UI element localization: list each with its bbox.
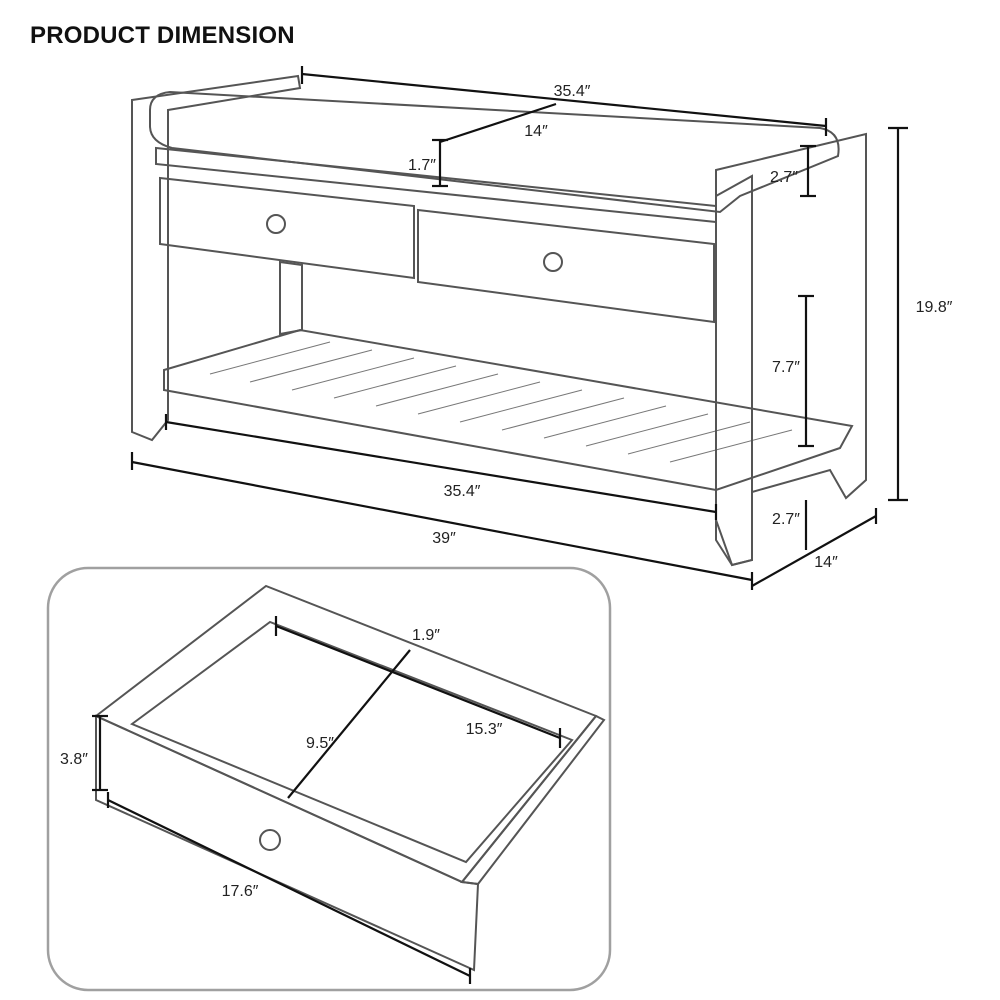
- drawer-illustration: [94, 584, 606, 972]
- bench-shelf-clearance-label: 7.7″: [772, 359, 800, 376]
- bench-cushion-depth-label: 14″: [524, 123, 548, 140]
- bench-illustration: [131, 74, 867, 567]
- bench-leg-height-label: 2.7″: [772, 511, 800, 528]
- drawer-front-width-label: 17.6″: [222, 883, 259, 900]
- bench-armrest-height-label: 2.7″: [770, 169, 798, 186]
- bench-total-length-label: 39″: [432, 530, 456, 547]
- bench-cushion-thickness-label: 1.7″: [408, 157, 436, 174]
- drawer-inner-depth-label: 9.5″: [306, 735, 334, 752]
- drawer-inset-frame: [46, 566, 612, 992]
- drawer-inner-width-label: 15.3″: [466, 721, 503, 738]
- drawer-wall-gap-label: 1.9″: [412, 627, 440, 644]
- page-title: PRODUCT DIMENSION: [30, 22, 295, 49]
- drawer-dimension-lines: [92, 616, 562, 984]
- drawer-height-label: 3.8″: [60, 751, 88, 768]
- bench-total-depth-label: 14″: [814, 554, 838, 571]
- bench-dimension-lines: [130, 66, 908, 590]
- bench-top-length-label: 35.4″: [554, 83, 591, 100]
- bench-total-height-label: 19.8″: [916, 299, 953, 316]
- bench-shelf-length-label: 35.4″: [444, 483, 481, 500]
